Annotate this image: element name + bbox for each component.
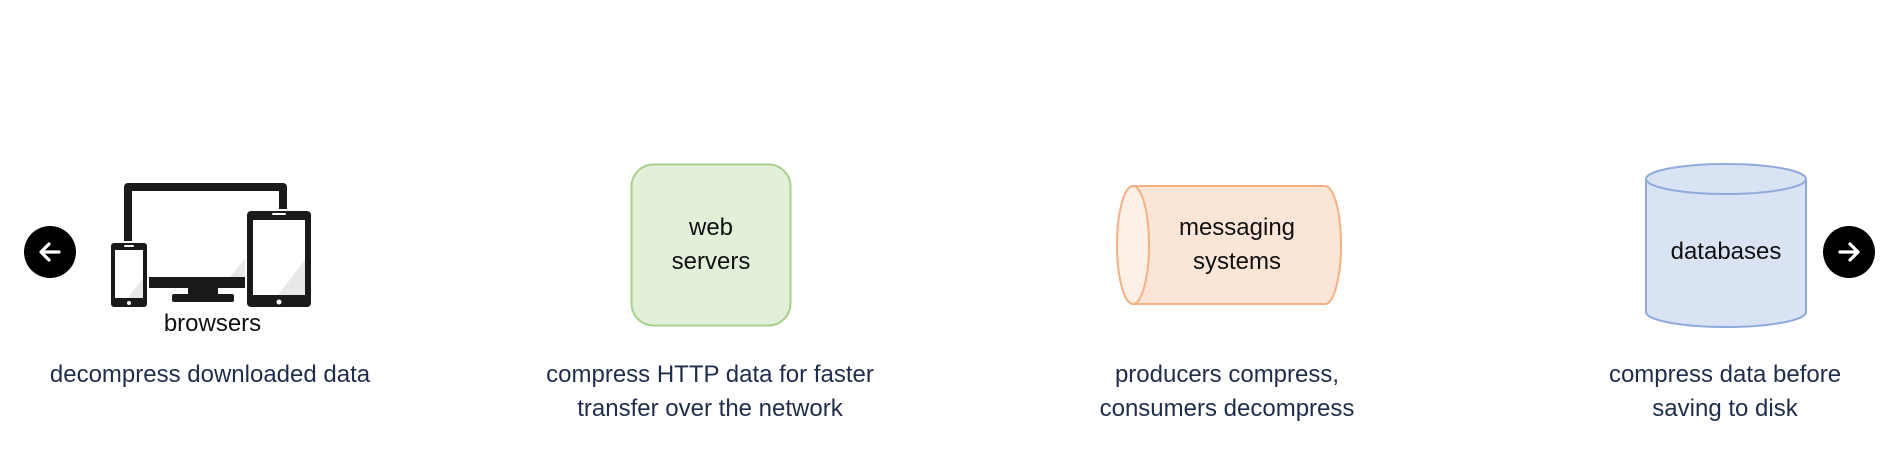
database-cylinder-icon	[1645, 163, 1807, 328]
prev-button[interactable]	[24, 226, 76, 278]
web-servers-caption: compress HTTP data for faster transfer o…	[546, 361, 874, 422]
messaging-systems-item: messaging systems producers compress, co…	[1017, 0, 1437, 465]
messaging-systems-label: messaging systems	[1178, 214, 1296, 275]
databases-item: databases compress data before saving to…	[1515, 0, 1893, 465]
next-button[interactable]	[1823, 226, 1875, 278]
arrow-left-icon	[39, 242, 61, 262]
web-servers-item: web servers compress HTTP data for faste…	[500, 0, 920, 465]
browsers-label: browsers	[163, 310, 262, 337]
web-servers-label: web servers	[671, 214, 751, 275]
messaging-systems-caption: producers compress, consumers decompress	[1099, 361, 1355, 422]
browsers-caption: decompress downloaded data	[49, 361, 371, 388]
databases-caption: compress data before saving to disk	[1608, 361, 1842, 422]
databases-label: databases	[1670, 238, 1782, 265]
horizontal-cylinder-icon	[1116, 185, 1342, 305]
devices-icon	[110, 183, 313, 309]
browsers-item: browsers decompress downloaded data	[0, 0, 420, 465]
arrow-right-icon	[1838, 242, 1860, 262]
rounded-square-icon	[630, 163, 792, 327]
